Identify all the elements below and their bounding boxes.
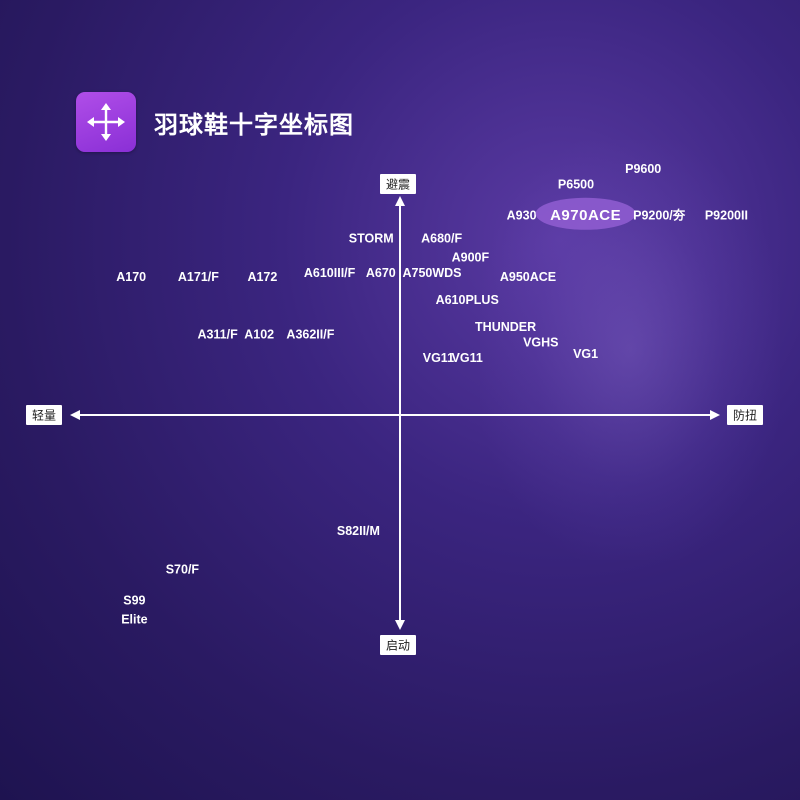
axis-label-bottom-text: 启动 (386, 639, 410, 653)
point-label[interactable]: A930 (507, 208, 537, 222)
axis-label-bottom-box (380, 635, 416, 655)
point-label[interactable]: A670 (366, 266, 396, 280)
point-label[interactable]: STORM (349, 231, 394, 245)
point-label[interactable]: S70/F (166, 563, 200, 577)
point-label[interactable]: VG11 (423, 351, 454, 365)
header: 羽球鞋十字坐标图 (76, 92, 354, 152)
point-label[interactable]: A362II/F (286, 328, 334, 342)
highlight-point[interactable]: A970ACE (535, 197, 636, 230)
point-label[interactable]: S82II/M (337, 524, 380, 538)
point-label[interactable]: VGHS (523, 335, 558, 349)
point-label[interactable]: A102 (244, 328, 274, 342)
highlight-ellipse (535, 197, 636, 230)
axis-label-left-box (26, 405, 62, 425)
point-label[interactable]: P9200II (705, 208, 748, 222)
point-label[interactable]: A610III/F (304, 266, 356, 280)
four-way-arrows-icon (76, 92, 136, 152)
point-label[interactable]: A900F (452, 251, 490, 265)
point-label[interactable]: P9200/夯 (633, 207, 686, 222)
point-label[interactable]: A950ACE (500, 270, 556, 284)
point-label[interactable]: A311/F (197, 328, 238, 342)
axis-label-right-text: 防扭 (733, 408, 757, 423)
point-label[interactable]: THUNDER (475, 320, 536, 334)
point-label[interactable]: A750WDS (402, 266, 461, 280)
axis-label-right: 防扭 (727, 405, 763, 425)
axis-label-left-text: 轻量 (32, 409, 56, 423)
page-title: 羽球鞋十字坐标图 (154, 110, 354, 139)
point-label[interactable]: A970ACE (550, 207, 621, 224)
point-label[interactable]: VG11 (452, 351, 483, 365)
point-label[interactable]: A170 (116, 270, 146, 284)
axis-label-right-box (727, 405, 763, 425)
point-label[interactable]: P6500 (558, 178, 594, 192)
axis-label-top-text: 避震 (386, 178, 410, 192)
point-label[interactable]: VG1 (573, 347, 598, 361)
point-label[interactable]: A610PLUS (436, 293, 499, 307)
axis-label-left: 轻量 (26, 405, 62, 425)
point-label[interactable]: A172 (247, 270, 277, 284)
point-label[interactable]: S99 (123, 593, 145, 607)
axis-label-bottom: 启动 (380, 635, 416, 655)
point-label[interactable]: Elite (121, 613, 147, 627)
point-label[interactable]: A680/F (421, 231, 462, 245)
axis-label-top-box (380, 174, 416, 194)
point-label[interactable]: A171/F (178, 270, 219, 284)
point-label[interactable]: P9600 (625, 162, 661, 176)
axis-label-top: 避震 (380, 174, 416, 194)
